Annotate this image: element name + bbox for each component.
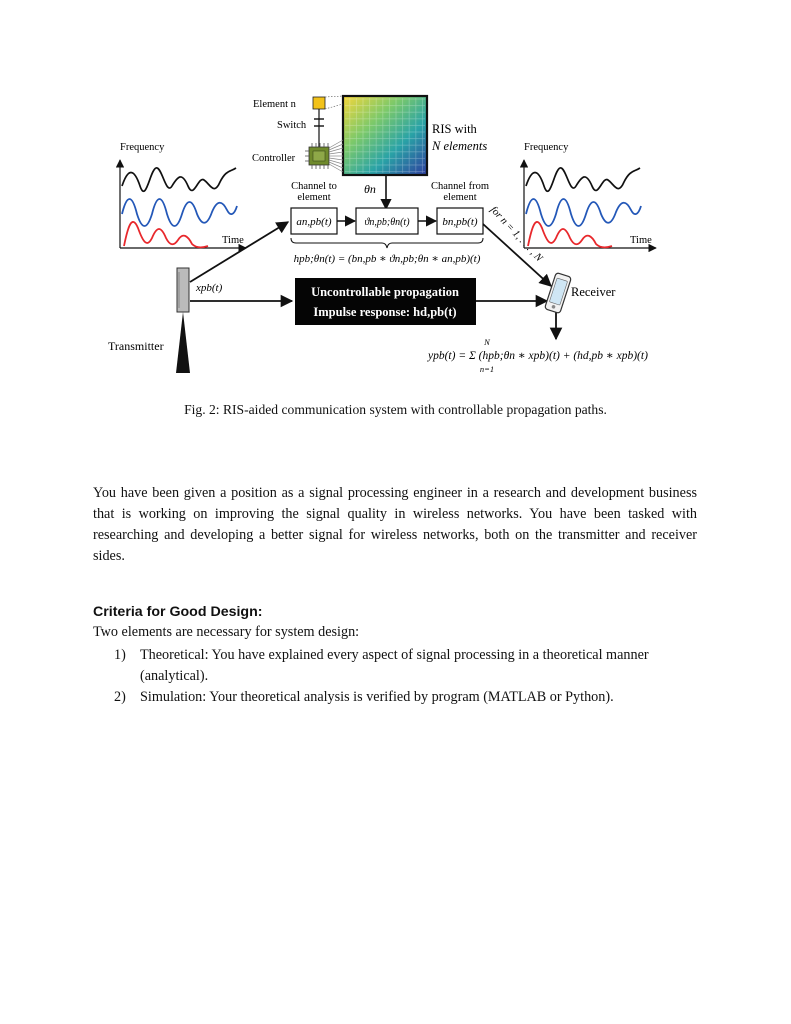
right-time-label: Time xyxy=(630,235,652,246)
sum-lower-limit: n=1 xyxy=(480,364,494,374)
channel-theta-text: ϑn,pb;θn(t) xyxy=(364,217,410,228)
tx-to-ris-arrow xyxy=(189,221,290,283)
ris-label-line2: N elements xyxy=(431,139,487,153)
ris-panel: RIS with N elements xyxy=(341,94,487,177)
for-n-label: for n = 1, . . . , N xyxy=(488,205,545,265)
transmitter-label: Transmitter xyxy=(108,339,164,353)
controller-label: Controller xyxy=(252,153,296,164)
uncontrollable-line2: Impulse response: hd,pb(t) xyxy=(313,305,456,319)
ris-system-figure: Frequency Time Frequency Time RIS with N… xyxy=(108,94,657,374)
criteria-item-number: 2) xyxy=(114,689,126,705)
channel-to-label-1: Channel to xyxy=(291,181,337,192)
channel-from-label-2: element xyxy=(443,192,476,203)
left-wave-blue xyxy=(121,198,238,227)
left-wave-black xyxy=(121,167,237,192)
channel-b-box xyxy=(436,207,484,235)
left-wave-red xyxy=(123,221,209,249)
channel-b-text: bn,pb(t) xyxy=(442,216,477,228)
element-n-group: Element n xyxy=(253,95,344,110)
uncontrollable-line1: Uncontrollable propagation xyxy=(311,285,459,299)
channel-to-label-2: element xyxy=(297,192,330,203)
output-equation-text: ypb(t) = Σ (hpb;θn ∗ xpb)(t) + (hd,pb ∗ … xyxy=(427,350,648,362)
right-wave-blue xyxy=(525,198,642,227)
channel-a-text: an,pb(t) xyxy=(296,216,331,228)
criteria-heading: Criteria for Good Design: xyxy=(93,604,263,620)
receiver-phone-icon xyxy=(544,272,572,314)
criteria-item-number: 1) xyxy=(114,647,126,663)
sum-upper-limit: N xyxy=(483,337,491,347)
criteria-item-text: Theoretical: You have explained every as… xyxy=(140,647,649,684)
receiver-label: Receiver xyxy=(571,285,616,299)
intro-paragraph: You have been given a position as a sign… xyxy=(93,485,697,564)
criteria-item-text: Simulation: Your theoretical analysis is… xyxy=(140,689,614,705)
uncontrollable-propagation-box: Uncontrollable propagation Impulse respo… xyxy=(295,278,476,325)
ris-to-rx-arrow xyxy=(482,223,552,287)
theta-label: θn xyxy=(364,182,376,196)
ris-label-line1: RIS with xyxy=(432,122,478,136)
right-frequency-label: Frequency xyxy=(524,142,569,153)
brace-equation: hpb;θn(t) = (bn,pb ∗ ϑn,pb;θn ∗ an,pb)(t… xyxy=(294,253,481,265)
element-n-label: Element n xyxy=(253,99,297,110)
brace xyxy=(290,237,484,249)
receiver-group: Receiver xyxy=(544,272,616,314)
transmitter-group: Transmitter xpb(t) xyxy=(108,267,223,373)
criteria-list: 1) Theoretical: You have explained every… xyxy=(114,645,698,708)
criteria-item: 1) Theoretical: You have explained every… xyxy=(114,645,698,687)
right-waveform-plot: Frequency Time xyxy=(519,142,657,253)
right-wave-red xyxy=(527,221,613,249)
controller-group: Controller xyxy=(252,139,344,173)
criteria-intro: Two elements are necessary for system de… xyxy=(93,624,360,640)
right-wave-black xyxy=(525,167,641,192)
left-waveform-plot: Frequency Time xyxy=(115,142,247,253)
criteria-item: 2) Simulation: Your theoretical analysis… xyxy=(114,687,698,708)
tx-signal-label: xpb(t) xyxy=(195,282,223,294)
output-equation: ypb(t) = Σ (hpb;θn ∗ xpb)(t) + (hd,pb ∗ … xyxy=(427,337,648,374)
channel-chain: Channel to element Channel from element … xyxy=(290,175,489,265)
channel-a-box xyxy=(290,207,338,235)
element-n-square xyxy=(312,96,326,110)
transmitter-stand xyxy=(176,312,190,373)
switch-group: Switch xyxy=(277,109,324,147)
switch-label: Switch xyxy=(277,120,307,131)
left-time-label: Time xyxy=(222,235,244,246)
channel-from-label-1: Channel from xyxy=(431,181,489,192)
figure-caption: Fig. 2: RIS-aided communication system w… xyxy=(184,402,607,417)
left-frequency-label: Frequency xyxy=(120,142,165,153)
